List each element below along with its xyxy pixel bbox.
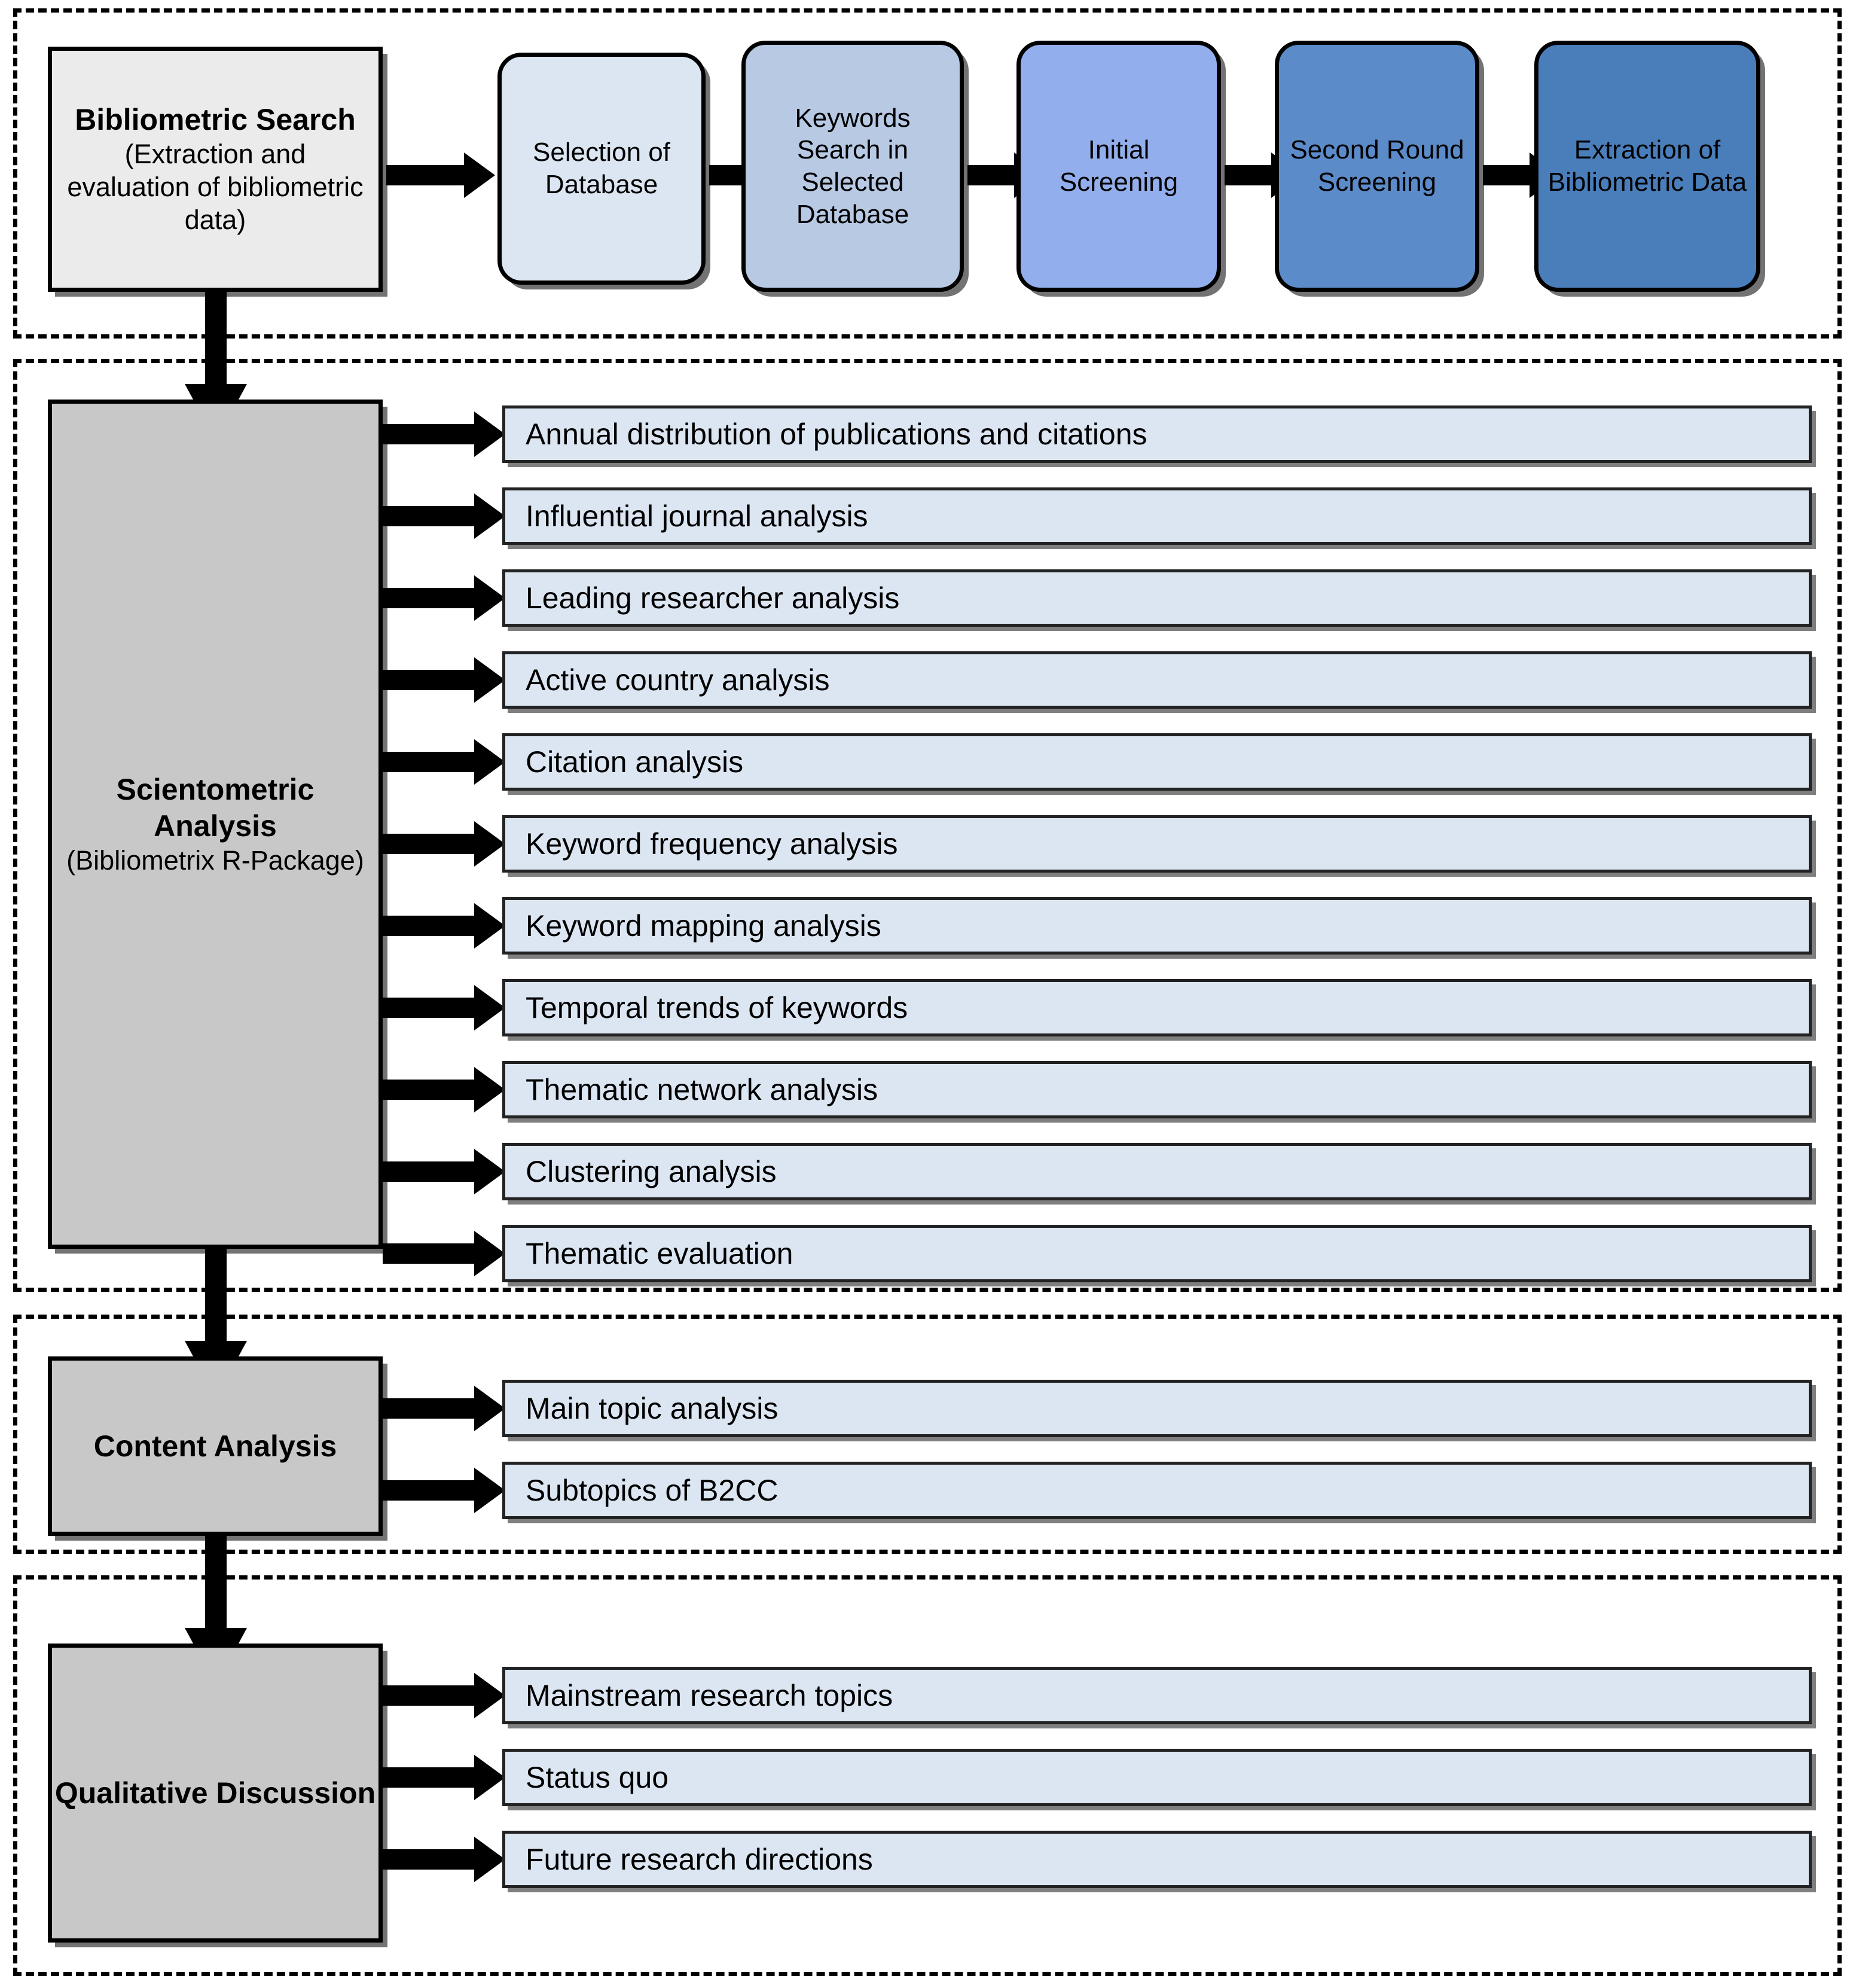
qualitative-discussion-title: Qualitative Discussion	[54, 1776, 376, 1810]
node-stage-initial-screening[interactable]: Initial Screening	[1016, 41, 1221, 292]
sci-output-label-11: Thematic evaluation	[526, 1236, 793, 1270]
arrow-content-out-1	[383, 1386, 505, 1431]
bibliometric-search-subtitle: (Extraction and evaluation of bibliometr…	[67, 139, 364, 235]
arrow-sci-out-1	[383, 411, 505, 457]
scientometric-subtitle: (Bibliometrix R-Package)	[66, 844, 364, 876]
panel-qualitative-discussion	[13, 1575, 1842, 1976]
bar-sci-output-2[interactable]: Influential journal analysis	[502, 487, 1812, 545]
qualitative-output-label-2: Status quo	[526, 1760, 669, 1794]
content-analysis-title: Content Analysis	[93, 1429, 337, 1463]
bar-sci-output-4[interactable]: Active country analysis	[502, 651, 1812, 709]
bar-sci-output-3[interactable]: Leading researcher analysis	[502, 569, 1812, 627]
arrow-sci-out-3	[383, 575, 505, 621]
scientometric-title: Scientometric Analysis	[116, 772, 315, 843]
arrow-content-out-2	[383, 1468, 505, 1513]
node-content-analysis[interactable]: Content Analysis	[48, 1356, 383, 1536]
arrow-sci-out-11	[383, 1231, 505, 1276]
arrow-sci-out-9	[383, 1067, 505, 1112]
sci-output-label-10: Clustering analysis	[526, 1154, 777, 1188]
panel-content-analysis	[13, 1315, 1842, 1554]
bar-content-output-1[interactable]: Main topic analysis	[502, 1380, 1812, 1437]
bar-sci-output-9[interactable]: Thematic network analysis	[502, 1061, 1812, 1118]
sci-output-label-4: Active country analysis	[526, 663, 830, 697]
arrow-sci-out-4	[383, 657, 505, 703]
sci-output-label-9: Thematic network analysis	[526, 1072, 878, 1106]
qualitative-output-label-3: Future research directions	[526, 1842, 873, 1876]
panel-bibliometric-search	[13, 8, 1842, 339]
node-qualitative-discussion[interactable]: Qualitative Discussion	[48, 1644, 383, 1943]
sci-output-label-3: Leading researcher analysis	[526, 581, 900, 615]
bar-content-output-2[interactable]: Subtopics of B2CC	[502, 1462, 1812, 1519]
bar-qualitative-output-3[interactable]: Future research directions	[502, 1831, 1812, 1888]
sci-output-label-5: Citation analysis	[526, 745, 744, 779]
arrow-sci-out-5	[383, 739, 505, 785]
node-stage-extraction-of-bibliometric-data[interactable]: Extraction of Bibliometric Data	[1534, 41, 1760, 292]
arrow-start-to-stage1	[386, 153, 495, 198]
arrow-qual-out-2	[383, 1755, 505, 1800]
arrow-sci-out-6	[383, 821, 505, 867]
stage-3-label: Initial Screening	[1059, 135, 1179, 197]
stage-4-label: Second Round Screening	[1290, 135, 1464, 197]
sci-output-label-1: Annual distribution of publications and …	[526, 417, 1147, 451]
arrow-sci-out-10	[383, 1149, 505, 1194]
bar-sci-output-10[interactable]: Clustering analysis	[502, 1143, 1812, 1200]
arrow-qual-out-1	[383, 1673, 505, 1718]
stage-1-label: Selection of Database	[533, 138, 670, 199]
sci-output-label-8: Temporal trends of keywords	[526, 990, 908, 1025]
stage-5-label: Extraction of Bibliometric Data	[1547, 135, 1747, 197]
arrow-sci-out-2	[383, 493, 505, 539]
bibliometric-search-title: Bibliometric Search	[75, 103, 356, 137]
stage-2-label: Keywords Search in Selected Database	[795, 103, 911, 229]
bar-sci-output-6[interactable]: Keyword frequency analysis	[502, 815, 1812, 873]
bar-qualitative-output-1[interactable]: Mainstream research topics	[502, 1667, 1812, 1724]
node-stage-second-round-screening[interactable]: Second Round Screening	[1275, 41, 1479, 292]
arrow-sci-out-7	[383, 903, 505, 949]
node-stage-selection-of-database[interactable]: Selection of Database	[497, 53, 706, 285]
sci-output-label-6: Keyword frequency analysis	[526, 827, 898, 861]
node-stage-keywords-search[interactable]: Keywords Search in Selected Database	[741, 41, 964, 292]
content-output-label-2: Subtopics of B2CC	[526, 1473, 779, 1507]
bar-qualitative-output-2[interactable]: Status quo	[502, 1749, 1812, 1806]
arrow-qual-out-3	[383, 1837, 505, 1882]
bar-sci-output-5[interactable]: Citation analysis	[502, 733, 1812, 791]
bar-sci-output-1[interactable]: Annual distribution of publications and …	[502, 405, 1812, 463]
qualitative-output-label-1: Mainstream research topics	[526, 1678, 893, 1712]
bar-sci-output-11[interactable]: Thematic evaluation	[502, 1225, 1812, 1282]
node-bibliometric-search[interactable]: Bibliometric Search (Extraction and eval…	[48, 47, 383, 292]
content-output-label-1: Main topic analysis	[526, 1391, 779, 1425]
sci-output-label-7: Keyword mapping analysis	[526, 908, 881, 943]
bar-sci-output-7[interactable]: Keyword mapping analysis	[502, 897, 1812, 955]
arrow-sci-out-8	[383, 985, 505, 1030]
node-scientometric-analysis[interactable]: Scientometric Analysis (Bibliometrix R-P…	[48, 400, 383, 1249]
sci-output-label-2: Influential journal analysis	[526, 499, 868, 533]
panel-scientometric-analysis	[13, 359, 1842, 1292]
bar-sci-output-8[interactable]: Temporal trends of keywords	[502, 979, 1812, 1036]
